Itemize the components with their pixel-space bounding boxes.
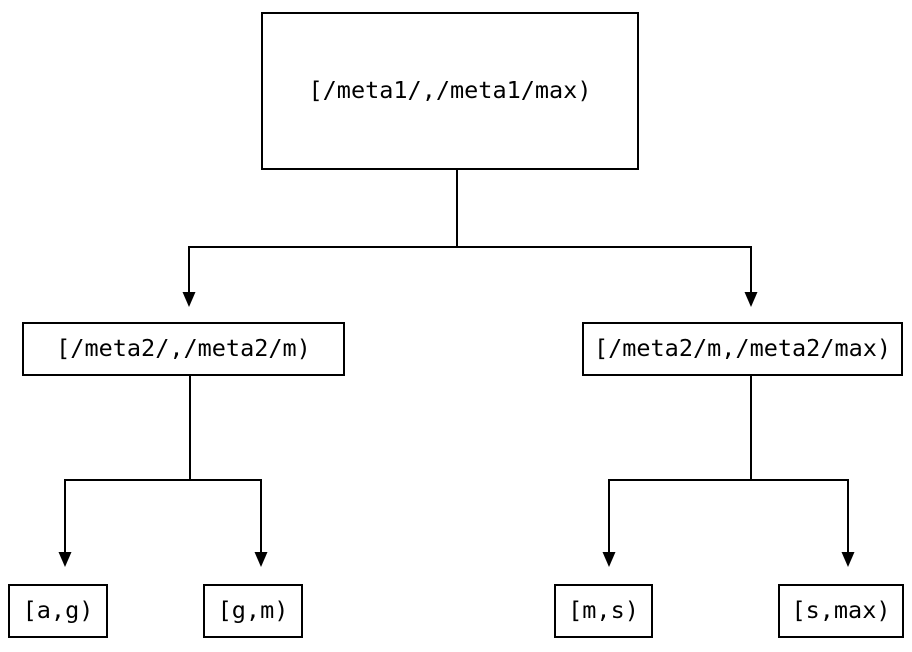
node-right-child: [/meta2/m,/meta2/max) [582,322,903,376]
arrowhead-left-child [182,292,196,307]
arrowhead-leaf-ms [602,552,616,567]
arrowhead-right-child [744,292,758,307]
arrowhead-leaf-ag [58,552,72,567]
edge-right-to-leaves [602,376,855,567]
edge-root-to-children [182,170,758,307]
node-left-child: [/meta2/,/meta2/m) [22,322,345,376]
arrowhead-leaf-smax [841,552,855,567]
node-leaf-a-g: [a,g) [8,584,108,638]
arrowhead-leaf-gm [254,552,268,567]
node-leaf-s-max: [s,max) [778,584,904,638]
edge-left-to-leaves [58,376,268,567]
node-leaf-m-s: [m,s) [554,584,653,638]
node-leaf-g-m: [g,m) [203,584,303,638]
node-root: [/meta1/,/meta1/max) [261,12,639,170]
